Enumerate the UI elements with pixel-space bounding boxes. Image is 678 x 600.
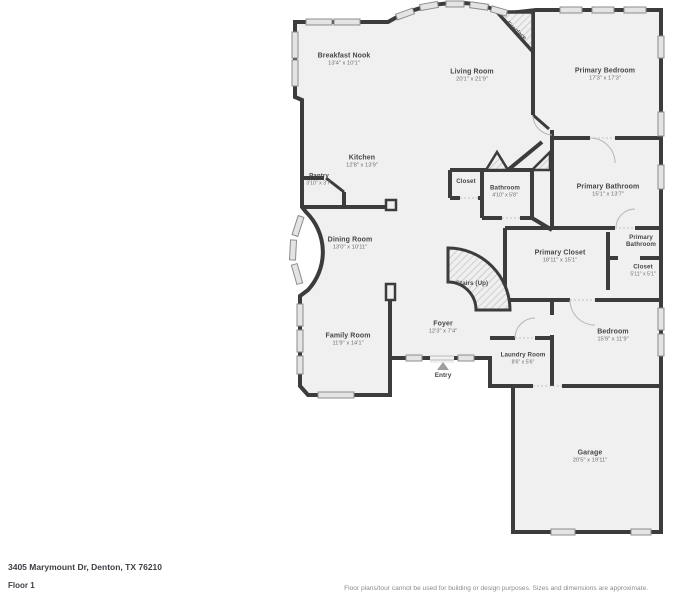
entry-label: Entry — [434, 372, 452, 379]
disclaimer-text: Floor plans/tour cannot be used for buil… — [344, 585, 648, 592]
entry-opening — [430, 353, 454, 370]
stairs — [446, 246, 512, 312]
interior-walls — [302, 12, 661, 388]
room-label-stairs: Stairs (Up) — [455, 279, 489, 287]
room-label-closet: Closet — [456, 177, 476, 185]
opening-lines — [460, 137, 635, 387]
pillars — [384, 198, 398, 302]
door-arcs — [514, 115, 636, 339]
fireplace — [493, 10, 535, 57]
floor-label: Floor 1 — [8, 581, 35, 590]
address-text: 3405 Marymount Dr, Denton, TX 76210 — [8, 562, 162, 572]
entry-triangle-icon — [437, 362, 449, 370]
wall-chase-right — [528, 148, 552, 172]
room-label-primary-bathroom-small: Primary Bathroom — [625, 233, 657, 248]
windows — [288, 0, 665, 536]
wall-chase-left — [483, 149, 511, 172]
floor-plan-drawing — [288, 0, 665, 536]
